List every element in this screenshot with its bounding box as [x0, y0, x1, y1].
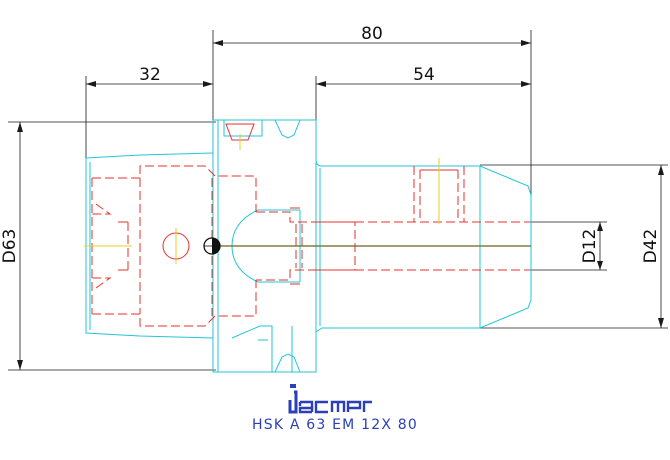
center-lines	[84, 134, 531, 264]
dim-32-label: 32	[139, 65, 161, 85]
dimension-32: 32	[85, 65, 213, 158]
dimension-54: 54	[315, 65, 531, 160]
dimension-d63: D63	[0, 121, 216, 371]
dim-80-label: 80	[361, 24, 383, 44]
dim-d12-label: D12	[580, 229, 600, 264]
dim-54-label: 54	[413, 65, 435, 85]
iscar-logo	[288, 384, 372, 414]
dimension-80: 80	[212, 24, 532, 195]
dimension-d42: D42	[480, 164, 668, 329]
dim-d42-label: D42	[641, 229, 661, 264]
dim-d63-label: D63	[0, 229, 20, 264]
gauge-point-icon	[203, 237, 221, 255]
tool-designation: HSK A 63 EM 12X 80	[252, 417, 418, 433]
dimension-d12: D12	[530, 221, 607, 271]
